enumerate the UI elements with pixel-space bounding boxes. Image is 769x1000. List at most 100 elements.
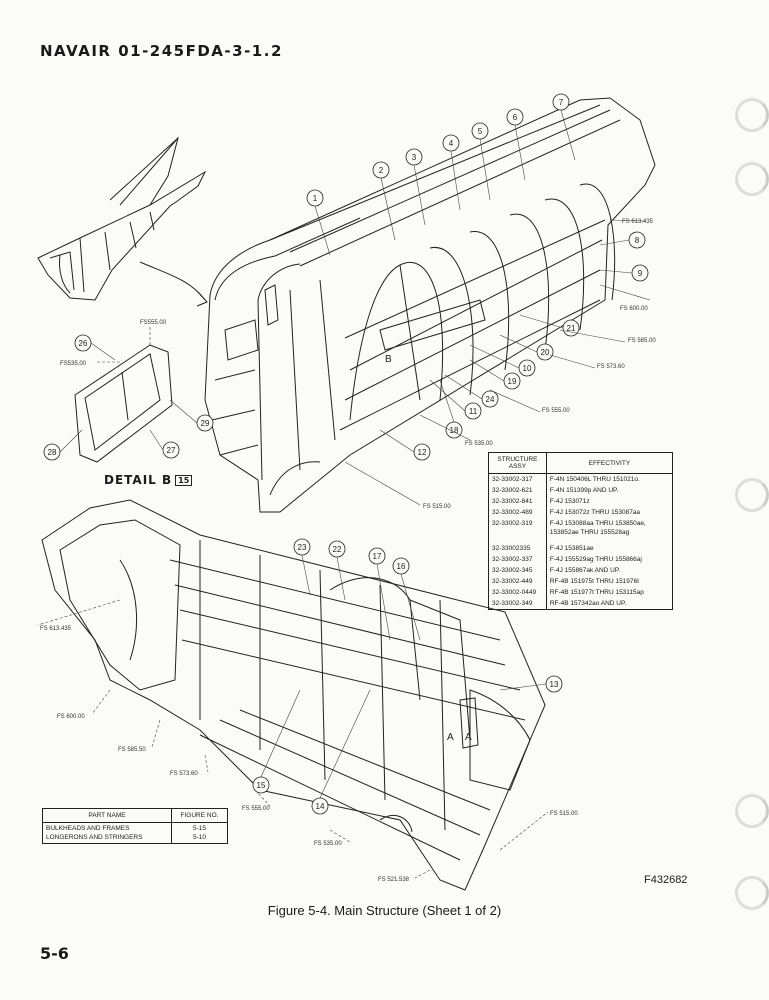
fs-label-573-lower: FS 573.60 xyxy=(170,771,198,777)
upper-fuselage-structure xyxy=(204,97,656,513)
callout-14: 14 xyxy=(311,797,329,815)
svg-text:18: 18 xyxy=(450,426,459,435)
fs-label-555-detail: FS555.00 xyxy=(140,320,167,326)
detail-b-panel xyxy=(74,344,173,463)
svg-text:2: 2 xyxy=(379,166,384,175)
callout-13: 13 xyxy=(545,675,563,693)
detail-note-box: 15 xyxy=(175,475,193,486)
svg-text:6: 6 xyxy=(513,113,518,122)
effectivity-cell: F-4N 150406L THRU 151021o. xyxy=(545,473,674,485)
effectivity-cell: RF-4B 151975t THRU 151976t xyxy=(545,576,674,587)
column-header: PART NAME xyxy=(42,808,172,823)
callout-20: 20 xyxy=(536,343,554,361)
svg-text:11: 11 xyxy=(469,407,478,416)
fs-label-535-lower: FS 535.00 xyxy=(314,841,342,847)
page-number: 5-6 xyxy=(40,944,69,963)
table-header-row: STRUCTURE ASSY EFFECTIVITY xyxy=(488,452,674,474)
callout-11: 11 xyxy=(464,402,482,420)
callout-26: 26 xyxy=(74,334,92,352)
svg-text:10: 10 xyxy=(523,364,532,373)
callout-24: 24 xyxy=(481,390,499,408)
callout-19: 19 xyxy=(503,372,521,390)
effectivity-cell: F-4J 153071z xyxy=(545,496,674,507)
fs-label-600-lower: FS 600.00 xyxy=(57,714,85,720)
effectivity-cell: F-4J 155529ag THRU 155866aj xyxy=(545,554,674,565)
effectivity-cell: F-4J 155867ak AND UP. xyxy=(545,565,674,576)
callout-2: 2 xyxy=(372,161,390,179)
callout-9: 9 xyxy=(631,264,649,282)
svg-text:24: 24 xyxy=(486,395,495,404)
figure-id: F432682 xyxy=(644,874,688,886)
structure-assy-cell: 32-33002-449 xyxy=(488,576,547,587)
callout-10: 10 xyxy=(518,359,536,377)
callout-5: 5 xyxy=(471,122,489,140)
svg-text:3: 3 xyxy=(412,153,417,162)
callout-16: 16 xyxy=(392,557,410,575)
fs-label-613-lower: FS 613.435 xyxy=(40,626,72,632)
svg-text:7: 7 xyxy=(559,98,564,107)
fs-label-515-lower: FS 515.00 xyxy=(550,811,578,817)
callout-12: 12 xyxy=(413,443,431,461)
fs-label-515-upper: FS 515.00 xyxy=(423,504,451,510)
effectivity-cell: F-4J 153088aa THRU 153850ae, 153852ae TH… xyxy=(545,518,674,538)
callout-23: 23 xyxy=(293,538,311,556)
svg-text:19: 19 xyxy=(508,377,517,386)
structure-assy-cell: 32-33002335 xyxy=(488,538,547,554)
svg-text:9: 9 xyxy=(638,269,643,278)
view-letter-a: A xyxy=(447,732,454,743)
svg-text:14: 14 xyxy=(316,802,325,811)
fs-label-585-lower: FS 585.50 xyxy=(118,747,146,753)
fs-label-573-upper: FS 573.60 xyxy=(597,364,625,370)
callout-8: 8 xyxy=(628,231,646,249)
svg-text:4: 4 xyxy=(449,139,454,148)
callout-4: 4 xyxy=(442,134,460,152)
structure-assy-cell: 32-33002-345 xyxy=(488,565,547,576)
fs-label-613-upper: FS 613.435 xyxy=(622,219,654,225)
column-header: FIGURE NO. xyxy=(170,808,229,823)
svg-text:12: 12 xyxy=(418,448,427,457)
svg-text:13: 13 xyxy=(550,680,559,689)
column-header: STRUCTURE ASSY xyxy=(488,452,547,474)
svg-text:21: 21 xyxy=(567,324,576,333)
svg-text:26: 26 xyxy=(79,339,88,348)
effectivity-cell: F-4J 153072z THRU 153087aa xyxy=(545,507,674,518)
binder-hole xyxy=(735,98,769,132)
callout-6: 6 xyxy=(506,108,524,126)
callout-1: 1 xyxy=(306,189,324,207)
aircraft-locator-sketch xyxy=(37,136,208,307)
callout-15: 15 xyxy=(252,776,270,794)
figure-number: 5-15 xyxy=(192,825,206,832)
structure-assy-cell: 32-33002-349 xyxy=(488,598,547,610)
fs-label-521-lower: FS 521.538 xyxy=(378,877,410,883)
fs-label-535-upper: FS 535.00 xyxy=(465,441,493,447)
fs-label-555-upper: FS 555.00 xyxy=(542,408,570,414)
callout-17: 17 xyxy=(368,547,386,565)
structure-assy-cell: 32-33002-841 xyxy=(488,496,547,507)
callout-29: 29 xyxy=(196,414,214,432)
svg-text:29: 29 xyxy=(201,419,210,428)
svg-text:1: 1 xyxy=(313,194,318,203)
figure-caption: Figure 5-4. Main Structure (Sheet 1 of 2… xyxy=(267,903,502,918)
lower-fuselage-structure xyxy=(41,499,546,891)
svg-text:5: 5 xyxy=(478,127,483,136)
svg-text:15: 15 xyxy=(257,781,266,790)
callout-3: 3 xyxy=(405,148,423,166)
svg-text:20: 20 xyxy=(541,348,550,357)
structure-assy-cell: 32-33002-317 xyxy=(488,473,547,485)
structure-assy-cell: 32-33002-319 xyxy=(488,518,547,538)
table-header-row: PART NAME FIGURE NO. xyxy=(42,808,229,823)
callout-21: 21 xyxy=(562,319,580,337)
